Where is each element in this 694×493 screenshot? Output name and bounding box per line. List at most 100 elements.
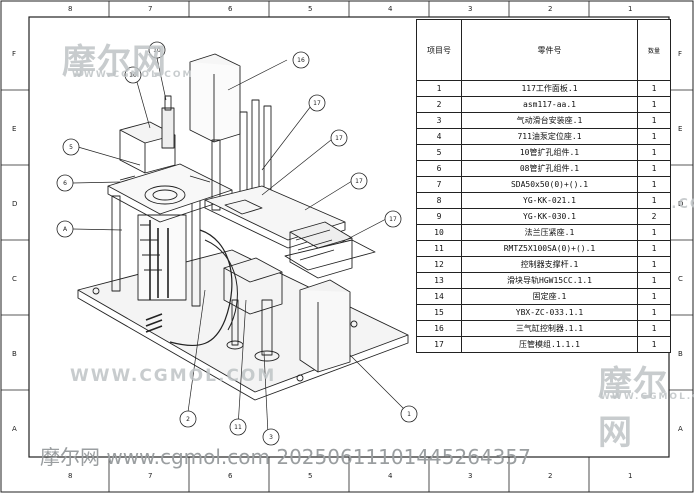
clamp-arms (119, 175, 211, 183)
rotary-table-inner (152, 189, 178, 201)
base-hole (296, 374, 304, 382)
bom-cell-qty: 1 (637, 304, 671, 321)
bom-cell-part: 117工作面板.1 (461, 80, 638, 97)
bom-cell-item: 10 (416, 224, 462, 241)
balloon-label: 17 (335, 135, 343, 142)
watermark-url: WWW.CGMOL.COM (600, 392, 694, 402)
stand-body (299, 290, 351, 373)
bom-cell-qty: 1 (637, 160, 671, 177)
bom-cell-item: 11 (416, 240, 462, 257)
zone-label-bottom: 4 (388, 472, 393, 480)
bom-cell-qty: 1 (637, 272, 671, 289)
zone-label-side: B (12, 350, 17, 358)
zone-label-top: 3 (468, 5, 472, 13)
bom-header-part: 零件号 (461, 19, 638, 81)
bom-cell-item: 9 (416, 208, 462, 225)
watermark-url: WWW.CGMOL.COM (70, 366, 277, 386)
air-hose (169, 229, 233, 347)
bom-cell-part: 法兰压紧座.1 (461, 224, 638, 241)
zone-label-top: 4 (388, 5, 393, 13)
bom-cell-part: 三气缸控制器.1.1 (461, 320, 638, 337)
balloon-callout (384, 210, 402, 228)
bom-cell-part: asm117-aa.1 (461, 96, 638, 113)
zone-label-side: C (678, 275, 683, 283)
zone-label-side: A (678, 425, 683, 433)
cylinder-body (137, 214, 187, 301)
base-hole (92, 287, 100, 295)
zone-label-side: E (12, 125, 16, 133)
zone-label-side: B (678, 350, 683, 358)
balloon-label: 10 (129, 72, 137, 79)
bom-cell-qty: 2 (637, 208, 671, 225)
guide-rod-tip (164, 95, 172, 111)
lower-rod (261, 299, 273, 356)
base-plate-edge (77, 290, 409, 401)
lower-rod-foot (254, 350, 280, 362)
balloon-callout (400, 405, 418, 423)
bom-cell-part: 固定座.1 (461, 288, 638, 305)
bom-cell-item: 17 (416, 336, 462, 353)
slide-rails (295, 229, 335, 261)
balloon-label: 5 (69, 144, 73, 151)
zone-label-top: 7 (148, 5, 152, 13)
bom-cell-item: 1 (416, 80, 462, 97)
zone-label-side: F (12, 50, 16, 58)
bom-cell-qty: 1 (637, 256, 671, 273)
balloons (56, 41, 418, 446)
support-column (111, 195, 121, 292)
controller-box (189, 62, 241, 143)
balloon-label: 6 (63, 180, 67, 187)
slide-base (284, 239, 376, 271)
balloon-callout (229, 418, 247, 436)
bom-cell-part: SDA50x50(0)+().1 (461, 176, 638, 193)
leader-lines (72, 57, 406, 435)
zone-label-side: F (678, 50, 682, 58)
zone-label-bottom: 5 (308, 472, 312, 480)
watermark-url: WWW.CGMOL.COM (72, 70, 194, 80)
cylinder-rods (149, 220, 169, 300)
bom-cell-part: 711油泵定位座.1 (461, 128, 638, 145)
balloon-labels: 10 10 16 17 5 6 17 17 A 17 2 11 3 1 (63, 47, 411, 441)
bom-cell-item: 7 (416, 176, 462, 193)
balloon-callout (292, 51, 310, 69)
middle-platform-edge (204, 200, 346, 249)
balloon-label: A (63, 226, 68, 233)
bom-cell-item: 12 (416, 256, 462, 273)
bom-cell-part: YG-KK-030.1 (461, 208, 638, 225)
balloon-label: 3 (269, 434, 273, 441)
bom-cell-qty: 1 (637, 96, 671, 113)
bom-cell-qty: 1 (637, 176, 671, 193)
balloon-callout (179, 410, 197, 428)
zone-label-top: 6 (228, 5, 233, 13)
balloon-callout (124, 66, 142, 84)
zone-label-bottom: 6 (228, 472, 233, 480)
balloon-label: 11 (234, 424, 242, 431)
zone-labels: 8 7 6 5 4 3 2 1 F E D C B A F E D C B A … (12, 5, 683, 480)
balloon-callout (308, 94, 326, 112)
bom-cell-item: 2 (416, 96, 462, 113)
bom-header-item: 项目号 (416, 19, 462, 81)
bom-cell-part: 08管扩孔组件.1 (461, 160, 638, 177)
bom-cell-part: 10管扩孔组件.1 (461, 144, 638, 161)
zone-label-side: C (12, 275, 17, 283)
balloon-label: 2 (186, 416, 190, 423)
bom-cell-part: RMTZ5X100SA(0)+().1 (461, 240, 638, 257)
balloon-label: 1 (407, 411, 411, 418)
bom-cell-part: 压管模组.1.1.1 (461, 336, 638, 353)
bom-cell-item: 5 (416, 144, 462, 161)
balloon-callout (148, 41, 166, 59)
bom-cell-part: 气动滑台安装座.1 (461, 112, 638, 129)
bom-cell-item: 8 (416, 192, 462, 209)
